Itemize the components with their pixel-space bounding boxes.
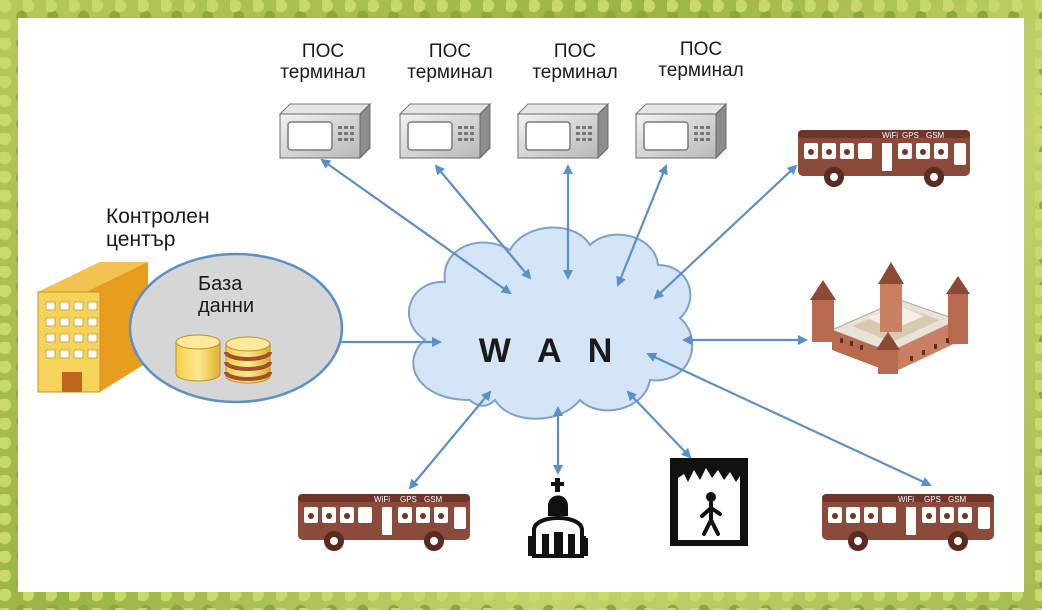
pos-terminal-label: ПОС терминал <box>280 41 366 83</box>
wan-label: W A N <box>478 332 622 370</box>
pos-terminal-label: ПОС терминал <box>407 41 493 83</box>
bus-icon: WiFi GPS GSM <box>822 494 994 551</box>
bus-gps-label: GPS <box>924 495 941 504</box>
pos-terminal-icon <box>635 103 727 159</box>
bus-gps-label: GPS <box>902 131 919 140</box>
church-icon <box>528 478 588 558</box>
control-center-label: Контролен център <box>106 205 210 252</box>
bus-wifi-label: WiFi <box>898 495 914 504</box>
arrow-bus-bottom-right <box>646 352 932 487</box>
bus-wifi-label: WiFi <box>882 131 898 140</box>
arrow-bus-bottom-left <box>408 390 492 490</box>
database-cylinder-icon <box>224 336 272 384</box>
bus-gsm-label: GSM <box>424 495 443 504</box>
bus-wifi-label: WiFi <box>374 495 390 504</box>
pos-terminal-icon <box>399 103 491 159</box>
bus-icon: WiFi GPS GSM <box>798 130 970 187</box>
cave-icon <box>670 458 748 546</box>
database-label: База данни <box>198 273 255 317</box>
arrow-cave <box>626 390 692 459</box>
pos-terminal-icon <box>517 103 609 159</box>
database-cylinder-icon <box>175 334 221 382</box>
castle-icon <box>810 262 970 374</box>
arrow-bus-top <box>653 164 798 300</box>
bus-gsm-label: GSM <box>926 131 945 140</box>
bus-gsm-label: GSM <box>948 495 967 504</box>
arrow-pos-2 <box>434 164 532 280</box>
bus-icon: WiFi GPS GSM <box>298 494 470 551</box>
pos-terminal-label: ПОС терминал <box>658 39 744 81</box>
bus-gps-label: GPS <box>400 495 417 504</box>
pos-terminal-icon <box>279 103 371 159</box>
office-building-icon <box>37 262 148 393</box>
pos-terminal-label: ПОС терминал <box>532 41 618 83</box>
